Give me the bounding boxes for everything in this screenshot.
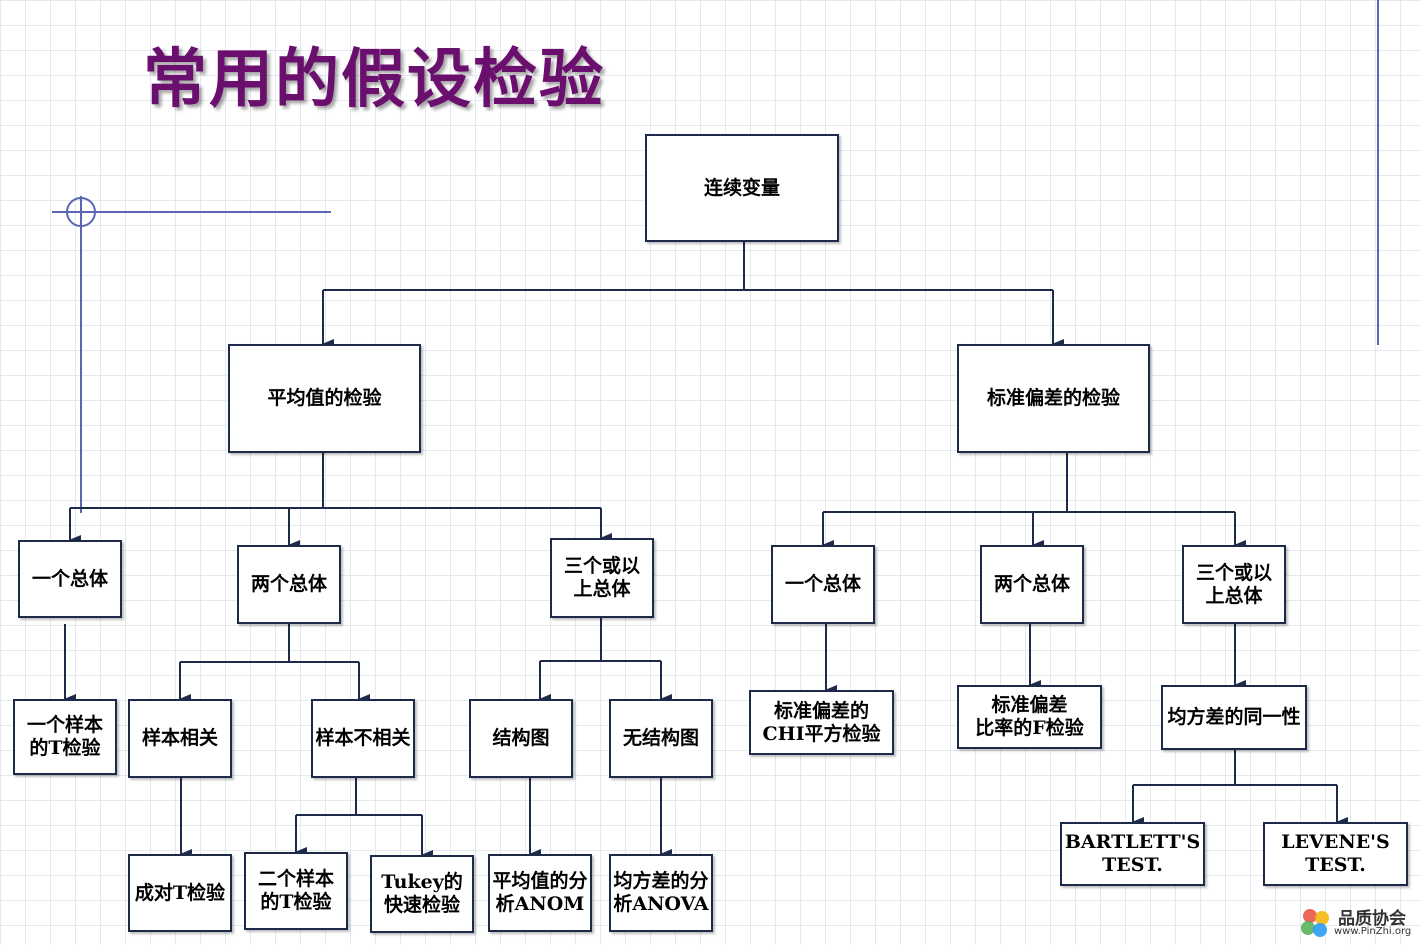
node-mean-one-population: 一个总体 (18, 540, 122, 618)
node-std-two-populations: 两个总体 (980, 545, 1084, 624)
flower-logo-icon (1301, 909, 1329, 937)
node-paired-t: 成对T检验 (128, 854, 232, 932)
node-tukey: Tukey的 快速检验 (370, 855, 474, 933)
page-title: 常用的假设检验 (143, 42, 605, 117)
node-continuous-variable: 连续变量 (645, 134, 839, 242)
node-f-test: 标准偏差 比率的F检验 (957, 685, 1102, 749)
node-anom: 平均值的分 析ANOM (488, 854, 592, 932)
watermark-url: www.PinZhi.org (1334, 926, 1412, 937)
node-unstructured: 无结构图 (609, 699, 713, 778)
node-levene-test: LEVENE'S TEST. (1263, 822, 1408, 886)
node-mean-test: 平均值的检验 (228, 344, 421, 453)
node-mean-three-populations: 三个或以 上总体 (550, 538, 654, 618)
node-homogeneity-of-variance: 均方差的同一性 (1161, 685, 1307, 750)
node-mean-two-populations: 两个总体 (237, 545, 341, 624)
node-chi-square: 标准偏差的 CHI平方检验 (749, 690, 894, 755)
node-two-sample-t: 二个样本 的T检验 (244, 852, 348, 930)
node-anova: 均方差的分 析ANOVA (609, 854, 713, 932)
node-bartlett-test: BARTLETT'S TEST. (1060, 822, 1205, 886)
node-std-three-populations: 三个或以 上总体 (1182, 545, 1286, 624)
node-paired-samples: 样本相关 (128, 699, 232, 778)
watermark-brand: 品质协会 (1338, 909, 1406, 929)
node-one-sample-t: 一个样本 的T检验 (13, 699, 117, 775)
node-structured: 结构图 (469, 699, 573, 778)
node-std-one-population: 一个总体 (771, 545, 875, 624)
watermark-logo: 品质协会 www.PinZhi.org (1298, 904, 1418, 942)
node-unpaired-samples: 样本不相关 (311, 699, 415, 778)
node-std-dev-test: 标准偏差的检验 (957, 344, 1150, 453)
